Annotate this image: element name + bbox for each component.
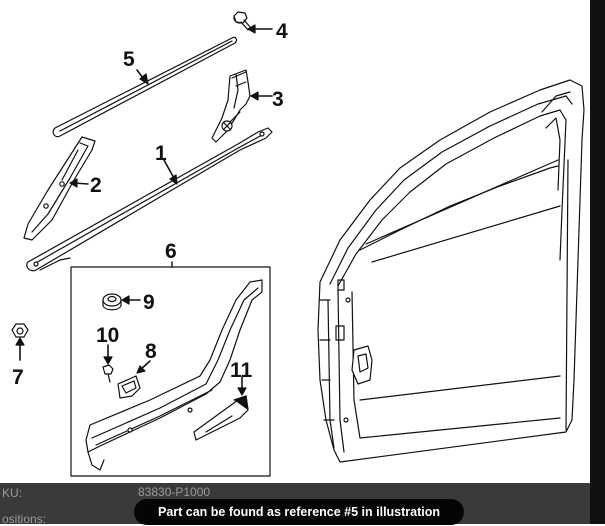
callout-5: 5 xyxy=(123,48,135,71)
callout-3: 3 xyxy=(272,88,284,111)
part-10-screw xyxy=(103,345,113,382)
sku-value: 83830-P1000 xyxy=(138,485,211,499)
parts-diagram-svg: 4 5 3 1 2 6 9 10 8 11 7 xyxy=(0,0,590,483)
part-9-clip xyxy=(103,294,140,310)
callout-11: 11 xyxy=(230,359,253,382)
part-11-small-piece xyxy=(194,377,248,440)
callout-2: 2 xyxy=(90,174,102,197)
part-8-plate xyxy=(118,361,150,398)
part-7-nut xyxy=(12,324,28,360)
callout-7: 7 xyxy=(12,366,24,389)
part-1-belt-moulding xyxy=(27,128,272,271)
part-2-pillar-trim xyxy=(24,137,95,240)
callout-6: 6 xyxy=(165,240,177,263)
rear-door-shell xyxy=(318,80,584,462)
part-5-moulding-strip xyxy=(53,37,236,136)
callout-1: 1 xyxy=(155,142,167,165)
reference-toast: Part can be found as reference #5 in ill… xyxy=(134,499,464,525)
callout-10: 10 xyxy=(96,324,119,347)
callout-4: 4 xyxy=(276,20,288,43)
callout-8: 8 xyxy=(145,340,157,363)
part-3-corner-bracket xyxy=(212,70,272,142)
parts-diagram: 4 5 3 1 2 6 9 10 8 11 7 xyxy=(0,0,590,483)
callout-9: 9 xyxy=(143,291,155,314)
right-edge-shadow xyxy=(590,0,605,524)
part-4-bolt xyxy=(234,12,272,33)
sku-label: KU: xyxy=(2,486,23,500)
part-6-lower-moulding xyxy=(86,280,262,470)
toast-message: Part can be found as reference #5 in ill… xyxy=(157,505,441,519)
positions-label: ositions: xyxy=(2,512,47,526)
